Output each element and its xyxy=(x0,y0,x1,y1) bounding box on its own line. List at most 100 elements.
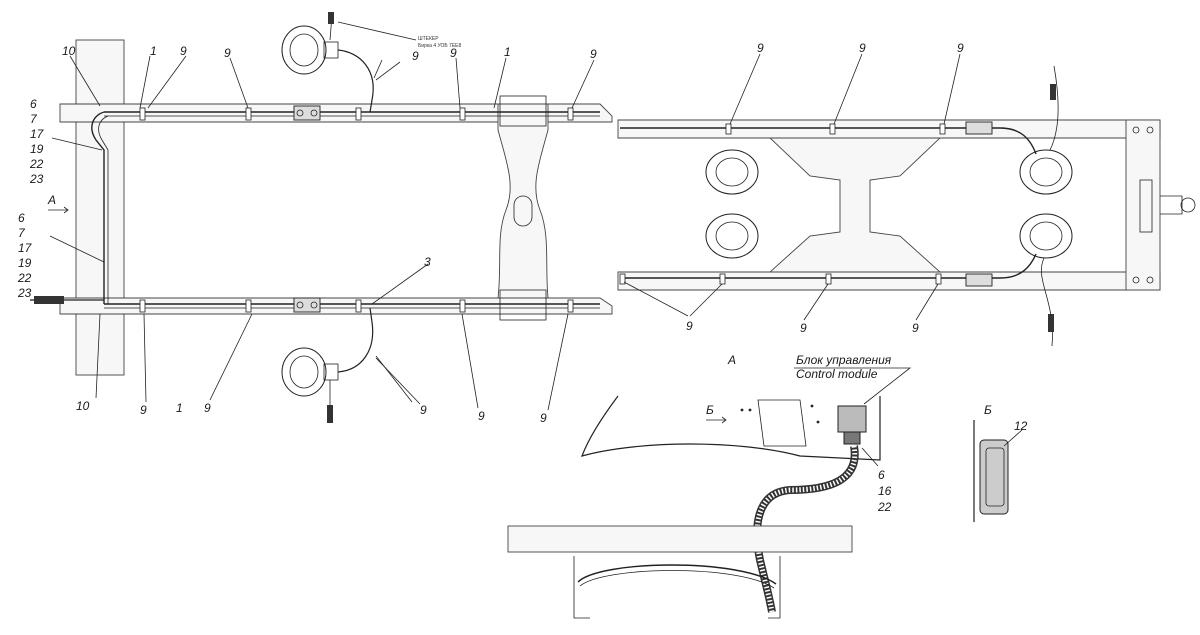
view-b-title: Б xyxy=(984,403,992,417)
upper-brake-chamber xyxy=(281,12,374,113)
label-12: 12 xyxy=(1014,419,1028,433)
arrow-a xyxy=(48,206,69,214)
right-chassis-view: 9 9 9 9 9 9 xyxy=(617,41,1196,347)
cross-member-slot xyxy=(513,195,533,227)
right-top-sensor-cable xyxy=(1049,65,1059,151)
right-hitch xyxy=(1160,195,1183,215)
label-7b: 7 xyxy=(18,226,26,240)
leader-lines-left xyxy=(49,55,595,411)
arrow-b-label: Б xyxy=(706,403,714,417)
right-upper-harness xyxy=(620,127,1037,155)
lower-harness-loop xyxy=(577,564,777,585)
right-end-bolts xyxy=(1132,126,1154,284)
panel-window xyxy=(757,399,807,447)
module-label-en: Control module xyxy=(796,367,878,381)
arrow-b xyxy=(706,416,727,424)
label-1-top: 1 xyxy=(150,44,157,58)
view-b-module xyxy=(979,439,1009,515)
upper-sensor xyxy=(328,12,334,24)
label-9-bot-d: 9 xyxy=(478,409,485,423)
control-module xyxy=(837,405,867,433)
upper-bracket xyxy=(499,95,547,127)
lower-clamps xyxy=(139,299,574,313)
view-b: Б 12 xyxy=(973,403,1028,522)
left-chassis-view: ШТЕКЕР Бирка 4 УОБ 7ЕЕ8 10 1 9 9 9 9 1 9 xyxy=(17,12,613,425)
label-10-top: 10 xyxy=(62,44,76,58)
upper-valve xyxy=(293,105,321,121)
upper-clamps xyxy=(139,107,574,121)
label-9-top-a: 9 xyxy=(180,44,187,58)
right-top-sensor xyxy=(1050,84,1056,100)
control-module-connector xyxy=(843,431,861,445)
panel-holes xyxy=(740,404,820,424)
label-9-bot-b: 9 xyxy=(204,401,211,415)
right-lower-rail xyxy=(617,271,1161,291)
label-22c: 22 xyxy=(877,500,892,514)
right-clamps xyxy=(619,123,946,285)
label-7a: 7 xyxy=(30,112,38,126)
right-label-9-c: 9 xyxy=(957,41,964,55)
label-6c: 6 xyxy=(878,468,885,482)
label-9-top-b: 9 xyxy=(224,46,231,60)
right-label-9-a: 9 xyxy=(757,41,764,55)
right-lower-harness xyxy=(620,253,1037,279)
label-1-bot: 1 xyxy=(176,401,183,415)
label-22a: 22 xyxy=(29,157,44,171)
label-23a: 23 xyxy=(29,172,44,186)
label-23b: 23 xyxy=(17,286,32,300)
right-upper-valve xyxy=(965,121,993,135)
label-22b: 22 xyxy=(17,271,32,285)
module-harness-pattern xyxy=(754,445,858,613)
right-label-9-f: 9 xyxy=(912,321,919,335)
stamp-line-1: ШТЕКЕР xyxy=(418,36,439,42)
label-1-top-b: 1 xyxy=(504,45,511,59)
label-3-mid: 3 xyxy=(424,255,431,269)
label-10-bot: 10 xyxy=(76,399,90,413)
arrow-a-label: А xyxy=(47,193,56,207)
panel-outline xyxy=(581,395,881,461)
label-16c: 16 xyxy=(878,484,892,498)
input-connector xyxy=(34,296,64,304)
vertical-harness-2 xyxy=(98,115,109,304)
lower-harness-loop-2 xyxy=(579,570,775,589)
view-a-title: А xyxy=(727,353,736,367)
label-9-top-e: 9 xyxy=(590,47,597,61)
front-cross-member xyxy=(75,39,125,376)
label-9-bot-c: 9 xyxy=(420,403,427,417)
stamp-line-2: Бирка 4 УОБ 7ЕЕ8 xyxy=(418,43,462,49)
right-end-plate xyxy=(1125,119,1161,291)
lower-brake-chamber xyxy=(281,307,374,423)
view-b-module-inner xyxy=(985,447,1005,507)
leader-lines-right xyxy=(623,53,961,321)
label-17b: 17 xyxy=(18,241,33,255)
label-6b: 6 xyxy=(18,211,25,225)
label-6a: 6 xyxy=(30,97,37,111)
lower-sensor xyxy=(327,405,333,423)
lower-valve xyxy=(293,297,321,313)
right-label-9-d: 9 xyxy=(686,319,693,333)
label-9-bot-e: 9 xyxy=(540,411,547,425)
view-a: А Блок управления Control module Б 6 16 … xyxy=(507,353,912,619)
label-19a: 19 xyxy=(30,142,44,156)
right-bottom-sensor-cable xyxy=(1040,257,1053,347)
vertical-harness xyxy=(91,111,105,304)
module-label-ru: Блок управления xyxy=(796,353,892,367)
label-9-bot-a: 9 xyxy=(140,403,147,417)
label-9-top-c: 9 xyxy=(412,49,419,63)
label-17a: 17 xyxy=(30,127,45,141)
right-label-9-b: 9 xyxy=(859,41,866,55)
right-hitch-ring xyxy=(1180,197,1196,213)
lower-underbody xyxy=(573,556,781,619)
lower-bracket xyxy=(499,289,547,321)
right-lower-valve xyxy=(965,273,993,287)
label-9-top-d: 9 xyxy=(450,46,457,60)
middle-cross-member xyxy=(497,103,549,299)
right-cross-beam xyxy=(768,137,942,273)
right-upper-rail xyxy=(617,119,1161,139)
right-brake-chambers xyxy=(705,149,1073,259)
right-label-9-e: 9 xyxy=(800,321,807,335)
lower-frame-section xyxy=(507,525,853,553)
label-19b: 19 xyxy=(18,256,32,270)
right-bottom-sensor xyxy=(1048,314,1054,332)
